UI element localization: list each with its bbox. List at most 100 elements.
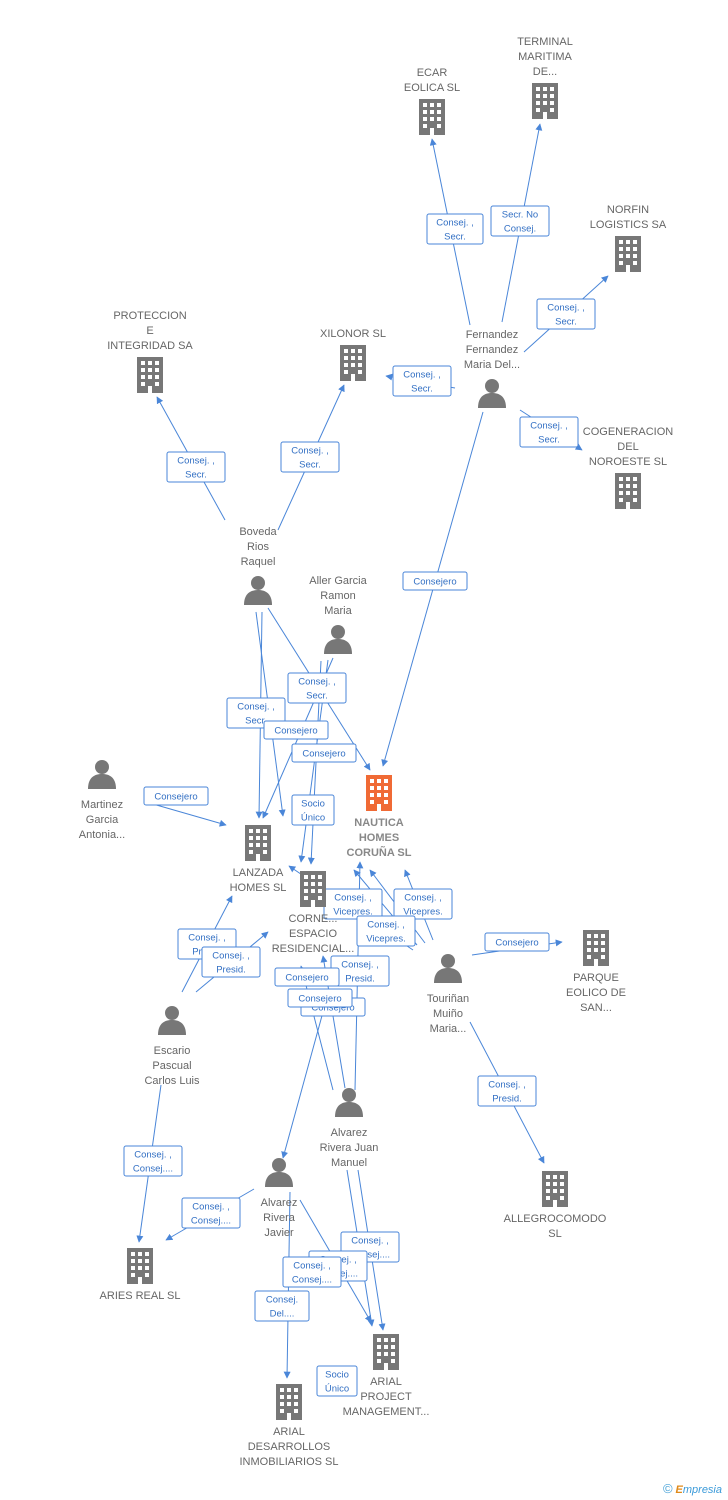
node-arialpm[interactable]: ARIALPROJECTMANAGEMENT... — [343, 1334, 430, 1418]
node-label: PROJECT — [360, 1391, 412, 1403]
building-icon — [300, 871, 326, 907]
node-label: Aller Garcia — [309, 575, 367, 587]
relation-box — [536, 298, 596, 330]
relation-label: Secr. — [306, 691, 328, 702]
relation-badge[interactable]: Consej. ,Secr. — [519, 416, 579, 448]
node-label: LOGISTICS SA — [590, 219, 667, 231]
relation-badge[interactable]: Consejero — [274, 967, 340, 987]
relation-badge[interactable]: Consejero — [263, 720, 329, 740]
node-label: ALLEGROCOMODO — [504, 1213, 607, 1225]
node-label: EOLICO DE — [566, 987, 626, 999]
node-label: ARIAL — [273, 1426, 305, 1438]
relation-badge[interactable]: Consej.Del.... — [254, 1290, 310, 1322]
node-label: Rivera — [263, 1212, 296, 1224]
relation-box — [291, 794, 335, 826]
relation-badge[interactable]: Consej. ,Consej.... — [123, 1145, 183, 1177]
relation-label: Consej. , — [188, 933, 226, 944]
relation-badge[interactable]: Consejero — [402, 571, 468, 591]
relation-label: Vicepres. — [366, 934, 405, 945]
node-label: CORUÑA SL — [347, 846, 412, 859]
relation-label: Secr. — [444, 232, 466, 243]
node-label: ESPACIO — [289, 928, 338, 940]
node-label: Touriñan — [427, 993, 469, 1005]
relation-box — [484, 932, 550, 952]
node-label: RESIDENCIAL... — [272, 943, 355, 955]
relation-box — [392, 365, 452, 397]
node-label: PARQUE — [573, 972, 619, 984]
person-icon — [324, 625, 352, 654]
relation-badge[interactable]: Consej. ,Presid. — [477, 1075, 537, 1107]
person-icon — [478, 379, 506, 408]
relation-box — [123, 1145, 183, 1177]
relation-badge[interactable]: Consejero — [484, 932, 550, 952]
relation-label: Consej. , — [298, 677, 336, 688]
node-xilonor[interactable]: XILONOR SL — [320, 328, 386, 381]
building-icon — [127, 1248, 153, 1284]
relation-badge[interactable]: Consej. ,Presid. — [330, 955, 390, 987]
building-icon — [276, 1384, 302, 1420]
relation-box — [287, 672, 347, 704]
relation-label: Consej. , — [351, 1236, 389, 1247]
relation-badge[interactable]: Consejero — [291, 743, 357, 763]
brand-footer[interactable]: ©Empresia — [663, 1481, 722, 1496]
copyright-icon: © — [662, 1481, 673, 1496]
relation-badge[interactable]: Consej. ,Secr. — [392, 365, 452, 397]
node-tourinan[interactable]: TouriñanMuiñoMaria... — [427, 954, 469, 1035]
node-terminal[interactable]: TERMINALMARITIMADE... — [517, 36, 573, 119]
relation-badge[interactable]: Consej. ,Vicepres. — [393, 888, 453, 920]
relation-badge[interactable]: Consejero — [287, 988, 353, 1008]
relation-label: Consej. , — [530, 421, 568, 432]
relation-badge[interactable]: Consej. , Secr. — [287, 672, 347, 704]
node-aries[interactable]: ARIES REAL SL — [100, 1248, 181, 1302]
person-icon — [158, 1006, 186, 1035]
node-label: Fernandez — [466, 329, 519, 341]
building-icon — [373, 1334, 399, 1370]
node-martinez[interactable]: MartinezGarciaAntonia... — [79, 760, 125, 841]
relation-badge[interactable]: Consej. ,Secr. — [536, 298, 596, 330]
relation-badge[interactable]: Consejero — [143, 786, 209, 806]
relation-label: Consej. , — [547, 303, 585, 314]
relation-box — [490, 205, 550, 237]
node-label: INTEGRIDAD SA — [107, 340, 193, 352]
node-cornes[interactable]: CORNE...ESPACIORESIDENCIAL... — [272, 871, 355, 955]
relation-badge[interactable]: Consej. ,Secr. — [426, 213, 484, 245]
node-label: Alvarez — [331, 1127, 368, 1139]
node-label: E — [146, 325, 153, 337]
relation-label: Consejero — [285, 973, 328, 984]
relation-badge[interactable]: Consej. ,Vicepres. — [356, 915, 416, 947]
node-label: Muiño — [433, 1008, 463, 1020]
relation-badge[interactable]: Consej. ,Consej.... — [181, 1197, 241, 1229]
relation-badge[interactable]: Consej. ,Secr. — [280, 441, 340, 473]
edge-line — [299, 965, 334, 1091]
relation-badge[interactable]: Consej. ,Secr. — [166, 451, 226, 483]
relation-badge[interactable]: Consej. ,Presid. — [201, 946, 261, 978]
relation-badge[interactable]: Consej. ,Consej.... — [282, 1256, 342, 1288]
node-label: NAUTICA — [354, 817, 404, 829]
relation-label: Consejero — [495, 938, 538, 949]
node-label: Antonia... — [79, 829, 125, 841]
relation-label: Secr. — [185, 470, 207, 481]
person-icon — [88, 760, 116, 789]
relation-box — [356, 915, 416, 947]
